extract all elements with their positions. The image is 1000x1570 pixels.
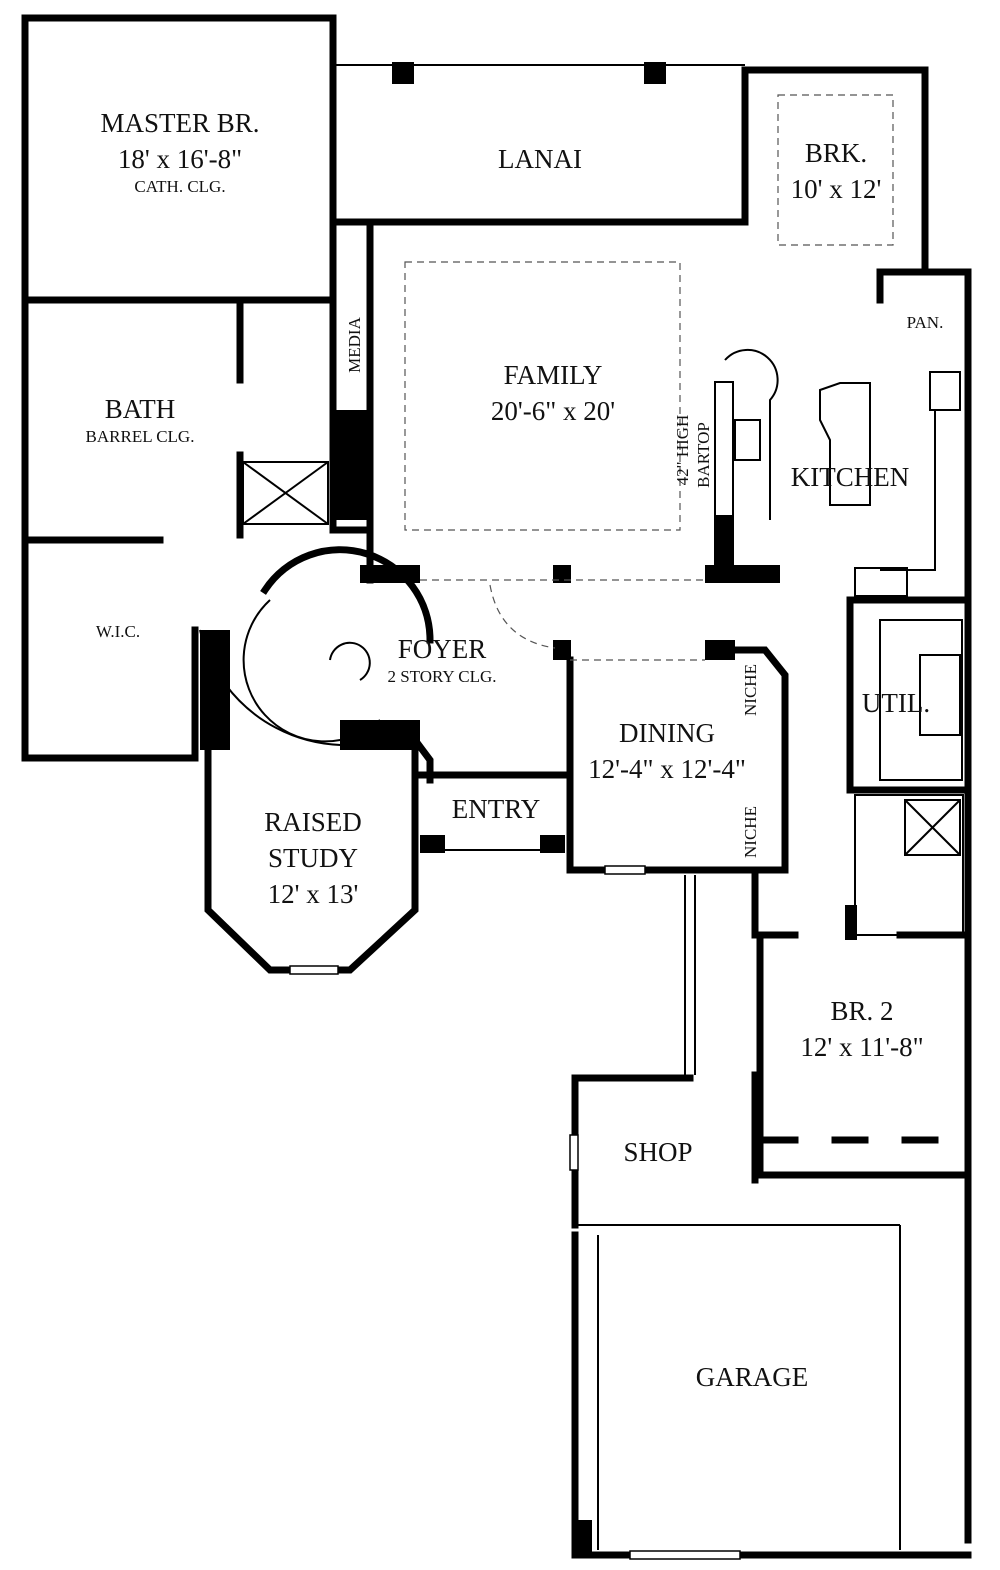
pantry-label: PAN. — [907, 313, 944, 332]
shop-label: SHOP — [623, 1137, 692, 1167]
garage-label: GARAGE — [696, 1362, 809, 1392]
study-size: 12' x 13' — [268, 879, 359, 909]
room-labels: MASTER BR. 18' x 16'-8" CATH. CLG. LANAI… — [86, 108, 944, 1392]
br2-size: 12' x 11'-8" — [800, 1032, 923, 1062]
walls — [21, 14, 972, 1560]
util-label: UTIL. — [862, 688, 930, 718]
bartop-line1: 42" HIGH — [673, 415, 692, 486]
dining-size: 12'-4" x 12'-4" — [588, 754, 746, 784]
master-br-name: MASTER BR. — [100, 108, 259, 138]
lanai-label: LANAI — [498, 144, 582, 174]
family-size: 20'-6" x 20' — [491, 396, 615, 426]
kitchen-label: KITCHEN — [791, 462, 909, 492]
bartop-line2: BARTOP — [694, 422, 713, 488]
master-br-size: 18' x 16'-8" — [118, 144, 242, 174]
foyer-name: FOYER — [398, 634, 487, 664]
entry-label: ENTRY — [452, 794, 541, 824]
media-label: MEDIA — [345, 316, 364, 372]
brk-size: 10' x 12' — [791, 174, 882, 204]
wic-label: W.I.C. — [96, 622, 140, 641]
br2-name: BR. 2 — [830, 996, 893, 1026]
foyer-note: 2 STORY CLG. — [387, 667, 496, 686]
niche-label-2: NICHE — [741, 806, 760, 858]
family-name: FAMILY — [504, 360, 603, 390]
niche-label-1: NICHE — [741, 664, 760, 716]
master-br-note: CATH. CLG. — [134, 177, 225, 196]
dining-name: DINING — [619, 718, 715, 748]
bath-name: BATH — [105, 394, 176, 424]
study-name: RAISED — [264, 807, 362, 837]
study-name-2: STUDY — [268, 843, 358, 873]
bath-note: BARREL CLG. — [86, 427, 195, 446]
brk-name: BRK. — [805, 138, 867, 168]
